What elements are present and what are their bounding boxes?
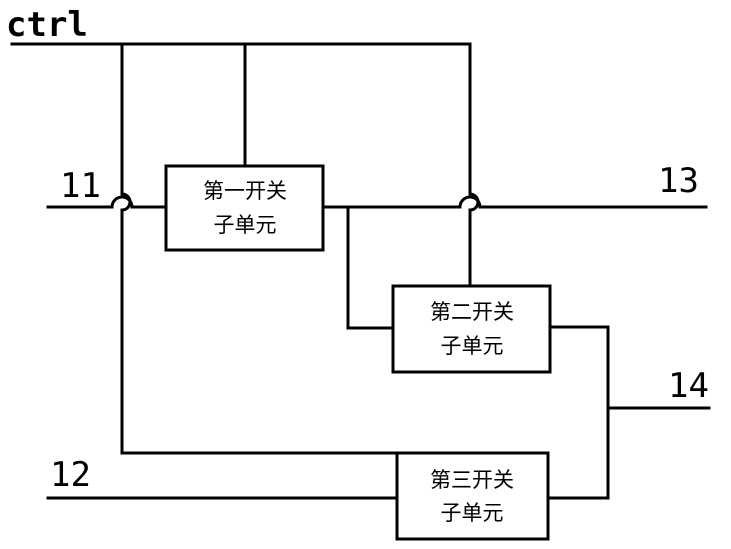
second-switch-subunit-box <box>391 284 552 374</box>
second-unit-output-wire <box>546 325 610 500</box>
third-switch-subunit-box <box>395 451 550 541</box>
ctrl-to-second-unit-wire <box>468 42 480 288</box>
first-switch-subunit-label-line1: 第一开关 <box>203 179 287 203</box>
third-switch-subunit: 第三开关 子单元 <box>395 451 550 541</box>
second-switch-subunit: 第二开关 子单元 <box>391 284 552 374</box>
second-switch-subunit-label-line1: 第二开关 <box>430 300 514 324</box>
first-switch-subunit: 第一开关 子单元 <box>164 164 325 252</box>
second-switch-subunit-label-line2: 子单元 <box>441 334 504 358</box>
port-12-label: 12 <box>50 455 91 495</box>
ctrl-label: ctrl <box>6 5 88 45</box>
third-switch-subunit-label-line2: 子单元 <box>441 501 504 525</box>
first-switch-subunit-label-line2: 子单元 <box>214 213 277 237</box>
wires <box>10 42 711 500</box>
port-14-label: 14 <box>668 366 709 406</box>
port-11-input-wire <box>46 195 167 209</box>
port-13-label: 13 <box>658 161 699 201</box>
port-11-label: 11 <box>60 166 101 206</box>
port-13-output-wire <box>322 195 708 209</box>
first-to-second-unit-wire <box>346 205 395 330</box>
first-switch-subunit-box <box>164 164 325 252</box>
third-switch-subunit-label-line1: 第三开关 <box>430 468 514 492</box>
